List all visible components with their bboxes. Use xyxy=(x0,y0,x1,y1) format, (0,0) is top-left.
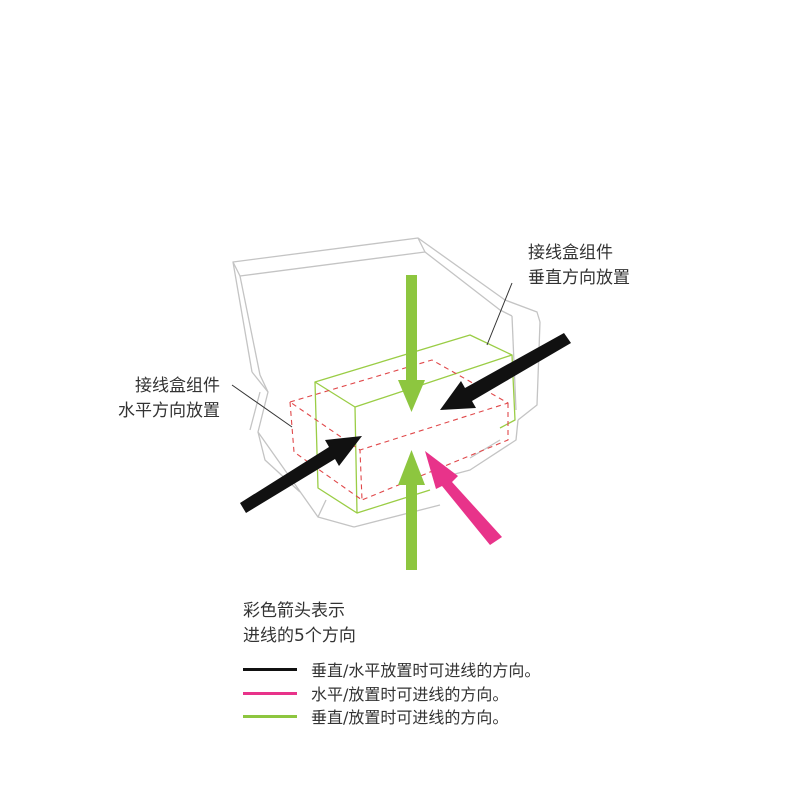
legend-label-green: 垂直/放置时可进线的方向。 xyxy=(311,708,509,727)
green-arrow-bottom xyxy=(398,450,425,570)
green-arrow-top xyxy=(398,275,425,412)
horizontal-callout-line2: 水平方向放置 xyxy=(118,401,220,421)
legend-label-black: 垂直/水平放置时可进线的方向。 xyxy=(311,661,541,680)
vertical-callout-line1: 接线盒组件 xyxy=(528,243,613,263)
legend-swatch-green xyxy=(243,714,297,718)
black-arrow-left xyxy=(240,436,362,513)
vertical-callout-line2: 垂直方向放置 xyxy=(528,268,630,288)
horizontal-placement-callout: 接线盒组件 水平方向放置 xyxy=(92,374,220,424)
callout-leader-left xyxy=(231,384,293,428)
callout-leader-right xyxy=(486,282,513,346)
legend-swatch-pink xyxy=(243,691,297,695)
horizontal-callout-line1: 接线盒组件 xyxy=(135,376,220,396)
legend-item-black: 垂直/水平放置时可进线的方向。 xyxy=(243,658,540,680)
vertical-placement-callout: 接线盒组件 垂直方向放置 xyxy=(528,241,630,291)
legend-item-green: 垂直/放置时可进线的方向。 xyxy=(243,705,508,727)
legend-label-pink: 水平/放置时可进线的方向。 xyxy=(311,685,509,704)
legend-title: 彩色箭头表示 进线的5个方向 xyxy=(243,599,356,649)
legend-swatch-black xyxy=(243,667,297,671)
black-arrow-right xyxy=(440,333,571,410)
legend-title-line1: 彩色箭头表示 xyxy=(243,601,345,621)
enclosure-outline xyxy=(232,237,541,528)
pink-arrow xyxy=(425,451,502,545)
horizontal-box-outline xyxy=(289,359,509,501)
legend-item-pink: 水平/放置时可进线的方向。 xyxy=(243,682,508,704)
legend-title-line2: 进线的5个方向 xyxy=(243,626,356,646)
